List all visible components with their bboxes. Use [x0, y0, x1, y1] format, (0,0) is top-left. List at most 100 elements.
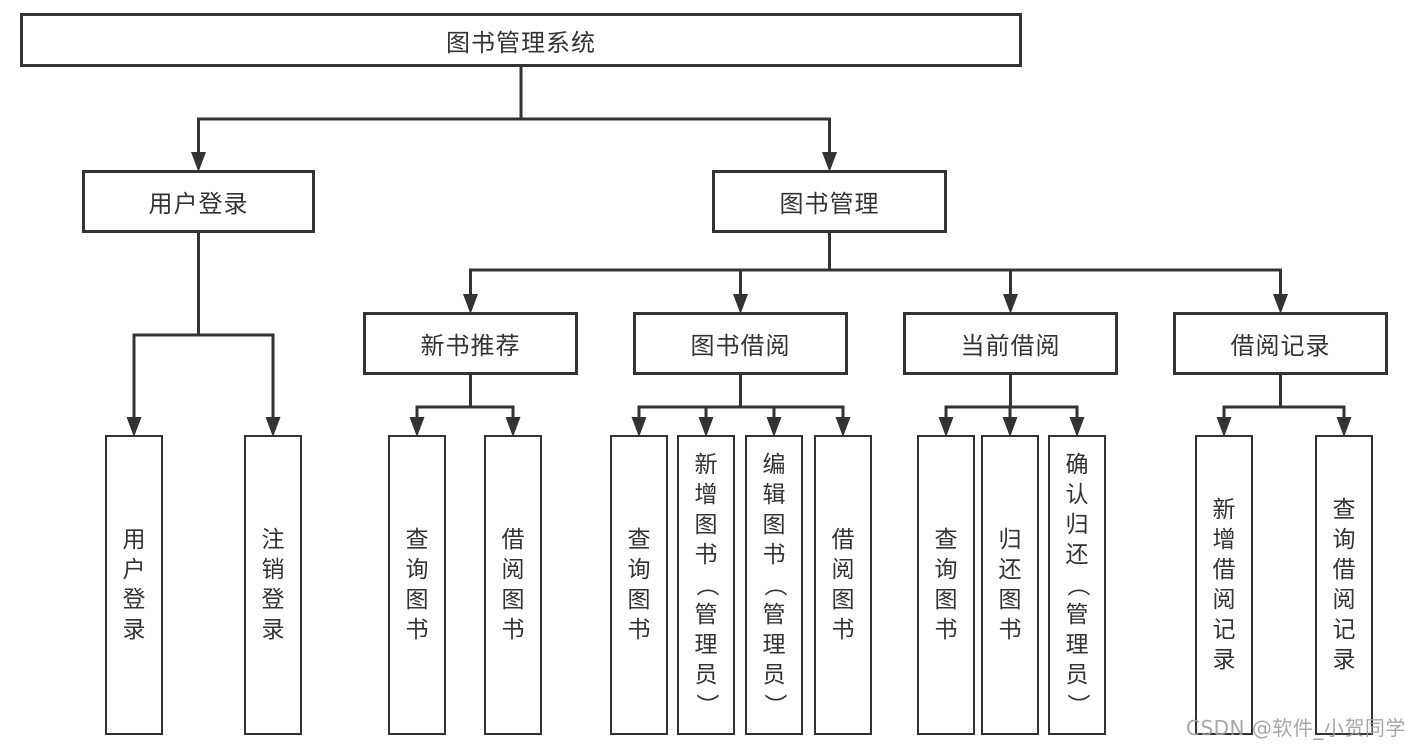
vertical-char: 户: [122, 557, 146, 583]
arrowhead-icon: [631, 417, 647, 437]
arrowhead-icon: [505, 417, 521, 437]
vertical-char: 还: [1065, 542, 1089, 568]
vertical-char: 录: [1332, 647, 1356, 673]
vertical-char: 新: [1212, 497, 1236, 523]
vertical-char: 借: [831, 527, 855, 553]
node-mgmt: 图书管理: [712, 170, 947, 233]
vertical-char: 登: [122, 587, 146, 613]
vertical-char: 增: [694, 482, 718, 508]
node-label-leaf-cur-query: 查询图书: [935, 525, 958, 645]
node-records: 借阅记录: [1173, 312, 1388, 375]
node-leaf-bw-edit: 编辑图书（管理员）: [745, 435, 803, 735]
node-leaf-nb-borrow: 借阅图书: [484, 435, 542, 735]
vertical-char: 查: [1332, 497, 1356, 523]
node-label-leaf-cur-confirm: 确认归还（管理员）: [1064, 450, 1090, 720]
node-leaf-rec-query: 查询借阅记录: [1315, 435, 1373, 735]
vertical-char: 新: [694, 452, 718, 478]
vertical-char: ）: [761, 693, 787, 717]
arrowhead-icon: [766, 417, 782, 437]
vertical-char: 阅: [831, 557, 855, 583]
vertical-char: 图: [998, 587, 1022, 613]
node-label-leaf-rec-query: 查询借阅记录: [1333, 495, 1356, 675]
vertical-char: 增: [1212, 527, 1236, 553]
vertical-char: 录: [122, 617, 146, 643]
node-label-leaf-bw-borrow: 借阅图书: [832, 525, 855, 645]
node-label-leaf-user-login: 用户登录: [123, 525, 146, 645]
vertical-char: 询: [1332, 527, 1356, 553]
vertical-char: 理: [762, 632, 786, 658]
vertical-char: 借: [1212, 557, 1236, 583]
vertical-char: 询: [627, 557, 651, 583]
vertical-char: 书: [405, 617, 429, 643]
node-root: 图书管理系统: [20, 13, 1022, 67]
vertical-char: 图: [501, 587, 525, 613]
node-label-leaf-nb-query: 查询图书: [406, 525, 429, 645]
vertical-char: 归: [1065, 512, 1089, 538]
arrowhead-icon: [409, 417, 425, 437]
vertical-char: 书: [627, 617, 651, 643]
vertical-char: 归: [998, 527, 1022, 553]
node-leaf-nb-query: 查询图书: [388, 435, 446, 735]
vertical-char: 记: [1212, 617, 1236, 643]
arrowhead-icon: [822, 152, 837, 172]
watermark: CSDN @软件_小贺同学: [1186, 716, 1405, 740]
vertical-char: 图: [694, 512, 718, 538]
arrowhead-icon: [1002, 417, 1018, 437]
node-login: 用户登录: [82, 170, 315, 233]
node-leaf-cur-return: 归还图书: [981, 435, 1039, 735]
node-current: 当前借阅: [903, 312, 1118, 375]
node-label-mgmt: 图书管理: [779, 190, 880, 218]
node-label-borrow: 图书借阅: [690, 332, 791, 360]
node-leaf-bw-query: 查询图书: [610, 435, 668, 735]
vertical-char: 阅: [501, 557, 525, 583]
vertical-char: 书: [762, 542, 786, 568]
vertical-char: 借: [501, 527, 525, 553]
node-label-leaf-bw-edit: 编辑图书（管理员）: [761, 450, 787, 720]
vertical-char: 图: [762, 512, 786, 538]
vertical-char: 查: [405, 527, 429, 553]
arrowhead-icon: [126, 417, 142, 437]
vertical-char: 认: [1065, 482, 1089, 508]
vertical-char: 员: [694, 662, 718, 688]
vertical-char: 书: [694, 542, 718, 568]
node-leaf-user-login: 用户登录: [105, 435, 163, 735]
vertical-char: 管: [762, 602, 786, 628]
vertical-char: 阅: [1212, 587, 1236, 613]
node-leaf-rec-add: 新增借阅记录: [1195, 435, 1253, 735]
node-label-leaf-cur-return: 归还图书: [999, 525, 1022, 645]
node-label-leaf-rec-add: 新增借阅记录: [1213, 495, 1236, 675]
vertical-char: 书: [934, 617, 958, 643]
arrowhead-icon: [835, 417, 851, 437]
node-label-login: 用户登录: [148, 190, 249, 218]
arrowhead-icon: [698, 417, 714, 437]
arrowhead-icon: [938, 417, 954, 437]
vertical-char: （: [693, 573, 719, 597]
arrowhead-icon: [265, 417, 281, 437]
arrowhead-icon: [1069, 417, 1085, 437]
vertical-char: 询: [934, 557, 958, 583]
node-label-leaf-logout: 注销登录: [262, 525, 285, 645]
vertical-char: 用: [122, 527, 146, 553]
arrowhead-icon: [1273, 294, 1288, 314]
arrowhead-icon: [191, 152, 206, 172]
arrowhead-icon: [1216, 417, 1232, 437]
vertical-char: 记: [1332, 617, 1356, 643]
vertical-char: 销: [261, 557, 285, 583]
vertical-char: 理: [694, 632, 718, 658]
vertical-char: 管: [1065, 602, 1089, 628]
vertical-char: 图: [831, 587, 855, 613]
node-newbook: 新书推荐: [363, 312, 578, 375]
node-borrow: 图书借阅: [633, 312, 848, 375]
node-label-newbook: 新书推荐: [420, 332, 521, 360]
node-label-leaf-bw-add: 新增图书（管理员）: [693, 450, 719, 720]
node-leaf-cur-confirm: 确认归还（管理员）: [1048, 435, 1106, 735]
vertical-char: 登: [261, 587, 285, 613]
arrowhead-icon: [1336, 417, 1352, 437]
vertical-char: 录: [1212, 647, 1236, 673]
arrowhead-icon: [463, 294, 478, 314]
node-label-records: 借阅记录: [1230, 332, 1331, 360]
vertical-char: 询: [405, 557, 429, 583]
node-leaf-bw-borrow: 借阅图书: [814, 435, 872, 735]
